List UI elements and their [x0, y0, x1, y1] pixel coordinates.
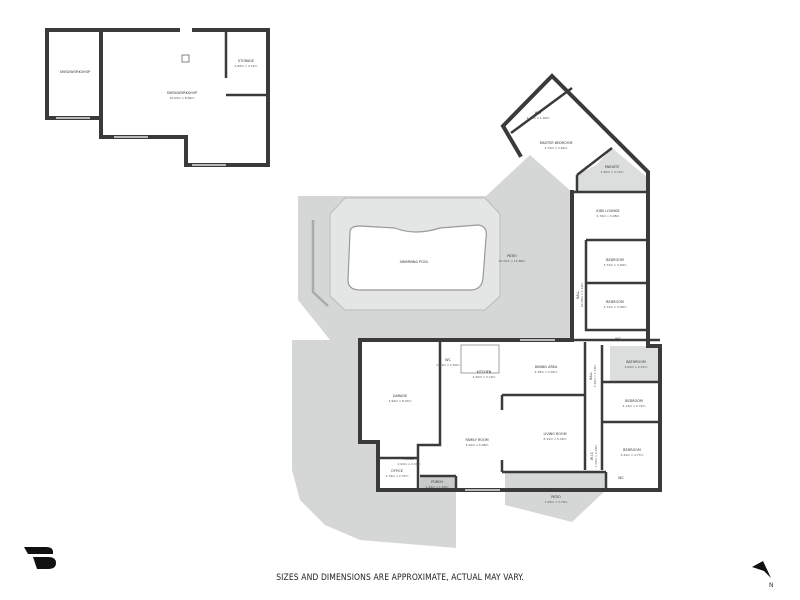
room-dims: 3.00m x 2.67m [625, 365, 648, 369]
house-walls [358, 190, 662, 492]
room-label: HALL [589, 372, 593, 381]
shed-workshop [45, 27, 270, 167]
room-label: KITCHEN [477, 370, 492, 374]
room-labels: SHED/WORKSHOP SHED/WORKSHOP 10.00m x 8.8… [60, 59, 648, 504]
room-dims: 5.38m x 3.91m [535, 370, 558, 374]
room-label: W.I.C [590, 451, 594, 460]
bathroom-floor [610, 346, 660, 382]
room-dims: 0.84m x 2.50m [437, 363, 460, 367]
room-label: WC [615, 337, 621, 341]
room-dims: 7.30m x 1.19m [593, 364, 597, 387]
room-dims: 4.12m x 2.72m [623, 404, 646, 408]
room-label: BEDROOM [606, 258, 624, 262]
room-label: PORCH [431, 480, 443, 484]
room-dims: 3.72m x 3.00m [604, 263, 627, 267]
rear-patio [505, 472, 606, 522]
room-label: BEDROOM [623, 448, 641, 452]
room-dims: 10.00m x 8.89m [170, 96, 195, 100]
room-dims: 2.80m x 4.72m [235, 64, 258, 68]
room-dims: 3.40m x 3.71m [601, 170, 624, 174]
room-label: BATHROOM [626, 360, 646, 364]
room-label: OFFICE [391, 469, 403, 473]
room-label: BEDROOM [625, 399, 643, 403]
room-dims: 4.76m x 3.48m [597, 214, 620, 218]
room-label: SWIMMING POOL [400, 260, 429, 264]
pool-step [311, 220, 329, 307]
room-label: STORAGE [238, 59, 254, 63]
room-dims: 10.58m x 1.19m [580, 283, 584, 308]
room-label: BEDROOM [606, 300, 624, 304]
room-dims: 20.00m x 15.88m [499, 259, 526, 263]
room-label: WC [445, 358, 451, 362]
room-label: PATIO [551, 495, 561, 499]
room-label: ENSUITE [605, 165, 620, 169]
room-dims: 2.79m x 2.37m [386, 474, 409, 478]
room-label: WIR [535, 111, 542, 115]
room-dims: 3.79m x 5.62m [545, 146, 568, 150]
room-label: PATIO [507, 254, 517, 258]
room-dims: 4.96m x 8.97m [389, 399, 412, 403]
room-dims: 2.92m x 2.47m [398, 462, 421, 466]
master-wing [500, 73, 650, 194]
room-dims: 3.40m x 3.72m [473, 375, 496, 379]
room-label: FOYER [403, 457, 415, 461]
room-label: SHED/WORKSHOP [167, 91, 198, 95]
porch-floor [420, 476, 456, 490]
room-label: DINING AREA [535, 365, 558, 369]
room-label: LIVING ROOM [543, 432, 566, 436]
room-label: GARAGE [393, 394, 407, 398]
north-arrow-icon: N [752, 561, 774, 589]
room-label: FAMILY ROOM [465, 438, 488, 442]
room-label: KIDS LOUNGE [596, 209, 619, 213]
room-label: WC [618, 476, 624, 480]
room-label: HALL [576, 291, 580, 300]
room-dims: 2.46m x 1.65m [426, 485, 449, 489]
disclaimer-text: SIZES AND DIMENSIONS ARE APPROXIMATE, AC… [276, 573, 524, 583]
north-label: N [769, 582, 774, 589]
room-dims: 3.20m x 6.98m [466, 443, 489, 447]
room-label: SHED/WORKSHOP [60, 70, 91, 74]
room-dims: 1.50m x 2.20m [594, 444, 598, 467]
room-label: MASTER BEDROOM [540, 141, 573, 145]
room-dims: 2.94m x 1.90m [527, 116, 550, 120]
swimming-pool [347, 224, 487, 291]
brand-logo [24, 547, 56, 569]
room-dims: 3.42m x 4.77m [621, 453, 644, 457]
room-dims: 3.72m x 3.00m [604, 305, 627, 309]
room-dims: 7.06m x 3.75m [545, 500, 568, 504]
room-dims: 6.15m x 5.32m [544, 437, 567, 441]
ensuite-floor [577, 148, 648, 192]
